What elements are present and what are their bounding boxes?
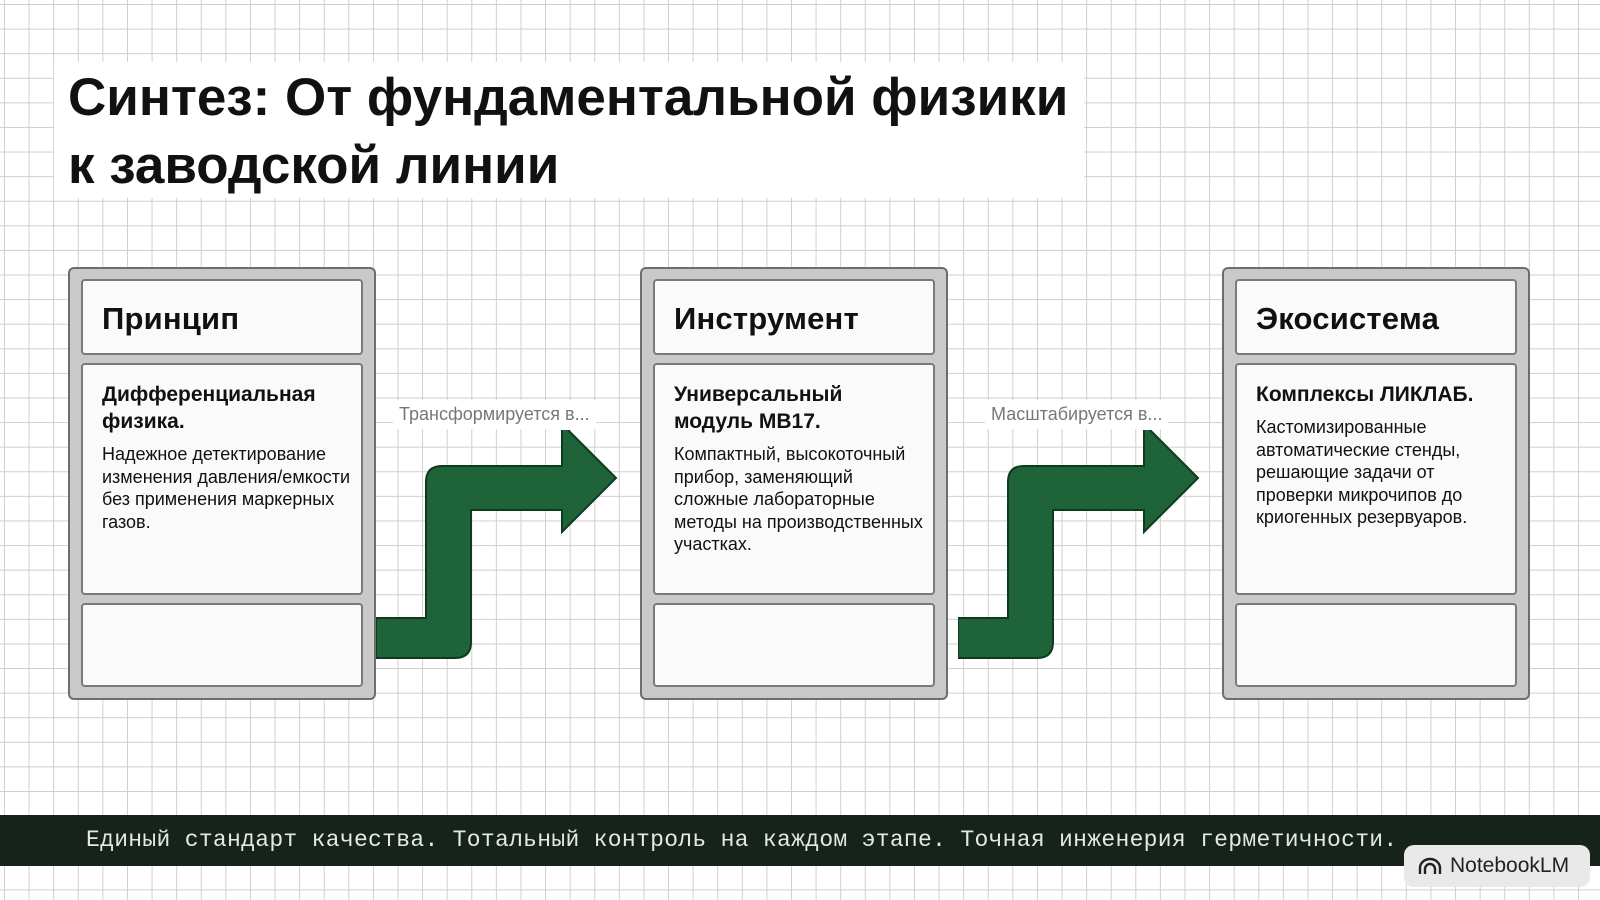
card-body-text: Кастомизированные автоматические стенды,… <box>1256 417 1468 527</box>
card-header: Принцип <box>81 279 363 355</box>
card-header-title: Экосистема <box>1256 301 1440 336</box>
title-line-2: к заводской линии <box>54 130 576 198</box>
notebooklm-logo-icon <box>1418 857 1442 874</box>
card-body-title: Дифференциальная физика. <box>102 383 316 433</box>
card-body-title: Комплексы ЛИКЛАБ. <box>1256 383 1474 406</box>
card-header: Экосистема <box>1235 279 1517 355</box>
flow-label-scales: Масштабируется в... <box>985 400 1169 429</box>
flow-arrow-1-icon <box>376 430 618 659</box>
title-line-1: Синтез: От фундаментальной физики <box>54 62 1085 130</box>
badge-label: NotebookLM <box>1450 854 1570 877</box>
footer-tagline: Единый стандарт качества. Тотальный конт… <box>86 827 1398 853</box>
card-body-text: Компактный, высокоточный прибор, заменяю… <box>674 444 923 554</box>
card-instrument: Инструмент Универсальный модуль MB17. Ко… <box>640 267 948 700</box>
card-body-title: Универсальный модуль MB17. <box>674 383 843 433</box>
card-body-text: Надежное детектирование изменения давлен… <box>102 444 351 532</box>
footer-bar: Единый стандарт качества. Тотальный конт… <box>0 815 1600 866</box>
flow-label-transforms: Трансформируется в... <box>393 400 596 429</box>
card-footer-panel <box>653 603 935 687</box>
card-header: Инструмент <box>653 279 935 355</box>
card-header-title: Инструмент <box>674 301 859 336</box>
card-body: Комплексы ЛИКЛАБ. Кастомизированные авто… <box>1235 363 1517 595</box>
card-header-title: Принцип <box>102 301 240 336</box>
card-footer-panel <box>81 603 363 687</box>
notebooklm-badge[interactable]: NotebookLM <box>1404 845 1590 887</box>
slide-title: Синтез: От фундаментальной физики к заво… <box>54 62 1085 198</box>
flow-arrow-2-icon <box>958 430 1200 659</box>
card-body: Универсальный модуль MB17. Компактный, в… <box>653 363 935 595</box>
card-ecosystem: Экосистема Комплексы ЛИКЛАБ. Кастомизиро… <box>1222 267 1530 700</box>
card-principle: Принцип Дифференциальная физика. Надежно… <box>68 267 376 700</box>
card-footer-panel <box>1235 603 1517 687</box>
card-body: Дифференциальная физика. Надежное детект… <box>81 363 363 595</box>
